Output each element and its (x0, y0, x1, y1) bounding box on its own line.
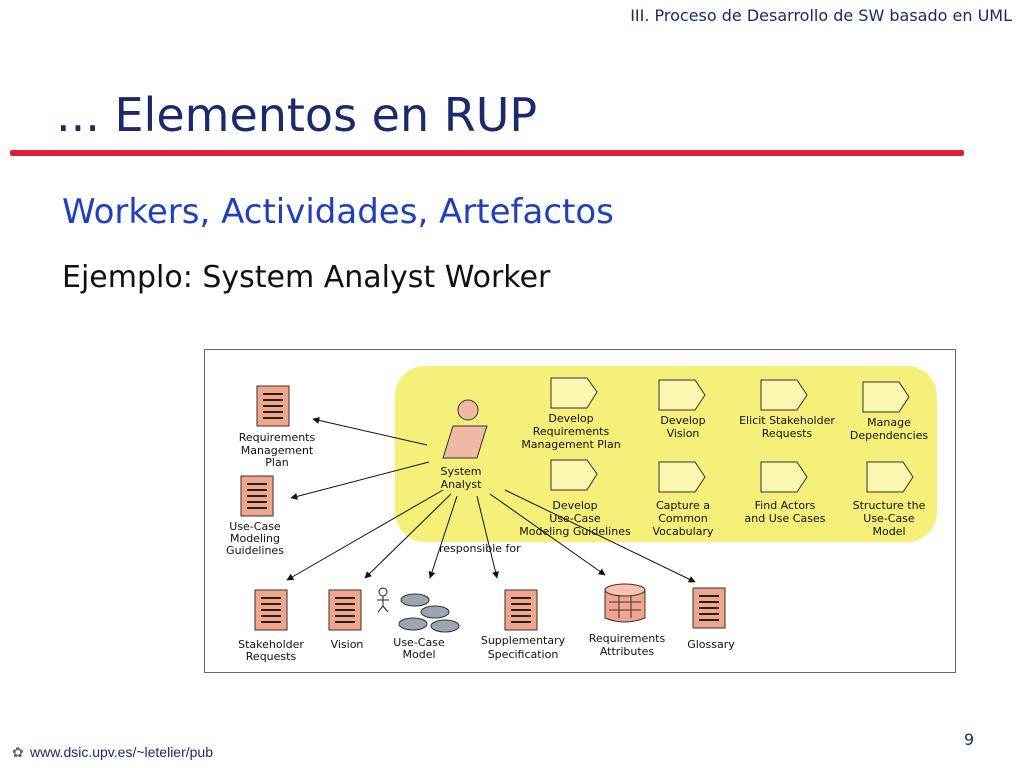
activity: Develop Vision (658, 379, 706, 440)
artifact-label: Requests (246, 650, 297, 663)
artifact-label: Plan (265, 456, 288, 469)
course-header: III. Proceso de Desarrollo de SW basado … (630, 6, 1012, 25)
artifact-document: Supplementary Specification (481, 589, 566, 661)
artifact-label: Vision (331, 638, 364, 651)
worker-label-line: Analyst (441, 478, 483, 491)
activity: Develop Use-Case Modeling Guidelines (519, 459, 631, 538)
activity-label: Structure the (853, 499, 926, 512)
activity-label: Vision (667, 427, 700, 440)
footer-logo-icon: ✿ (12, 745, 24, 761)
activity-label: Vocabulary (653, 525, 714, 538)
activity: Manage Dependencies (850, 381, 929, 442)
system-analyst-worker: System Analyst (440, 399, 488, 491)
activity-label: Develop (548, 412, 593, 425)
artifact-label: Guidelines (226, 544, 284, 557)
artifact-label: Use-Case (393, 636, 445, 649)
artifact-label: Specification (488, 648, 559, 661)
artifact-database: Requirements Attributes (589, 583, 666, 658)
artifact-label: Use-Case (229, 520, 281, 533)
activity-label: Find Actors (755, 499, 816, 512)
activity-label: Management Plan (521, 438, 620, 451)
artifact-label: Stakeholder (238, 638, 304, 651)
title-underline (10, 150, 964, 156)
example-heading: Ejemplo: System Analyst Worker (62, 260, 551, 295)
activity-label: Common (658, 512, 708, 525)
artifact-label: Modeling (230, 532, 280, 545)
artifact-label: Requirements (589, 632, 666, 645)
artifact-document: Vision (328, 589, 364, 651)
activity-label: Use-Case (549, 512, 601, 525)
artifact-document: Glossary (687, 587, 735, 651)
activity: Structure the Use-Case Model (853, 461, 926, 538)
footer-url[interactable]: www.dsic.upv.es/~letelier/pub (30, 744, 213, 760)
activity: Develop Requirements Management Plan (521, 377, 621, 451)
artifact-label: Supplementary (481, 634, 566, 647)
responsible-for-label: responsible for (439, 542, 521, 555)
activity-label: Develop (660, 414, 705, 427)
artifact-document: Stakeholder Requests (238, 589, 304, 663)
activity: Capture a Common Vocabulary (653, 461, 714, 538)
slide-subtitle: Workers, Actividades, Artefactos (62, 192, 614, 232)
activity-label: and Use Cases (745, 512, 826, 525)
activity-label: Model (872, 525, 905, 538)
activity-label: Dependencies (850, 429, 929, 442)
artifact-label: Management (241, 444, 314, 457)
worker-label-line: System (440, 465, 481, 478)
activity: Elicit Stakeholder Requests (739, 379, 835, 440)
activity-label: Manage (867, 416, 911, 429)
activity-label: Use-Case (863, 512, 915, 525)
activity-label: Requests (762, 427, 813, 440)
page-number: 9 (964, 730, 975, 749)
activity-label: Capture a (656, 499, 710, 512)
artifact-label: Requirements (239, 431, 316, 444)
activities-area (395, 366, 937, 542)
artifact-use-case-model: Use-Case Model (377, 587, 460, 661)
activity-label: Elicit Stakeholder (739, 414, 835, 427)
artifact-document: Requirements Management Plan (239, 385, 316, 469)
responsibility-arrows (286, 416, 696, 583)
activity-label: Requirements (533, 425, 610, 438)
activity: Find Actors and Use Cases (745, 461, 826, 525)
artifact-label: Model (402, 648, 435, 661)
rup-worker-diagram: System Analyst responsible for Develop R… (204, 349, 956, 673)
artifact-label: Glossary (687, 638, 735, 651)
activity-label: Develop (552, 499, 597, 512)
slide-title: ... Elementos en RUP (56, 88, 538, 142)
artifact-label: Attributes (600, 645, 655, 658)
activity-label: Modeling Guidelines (519, 525, 631, 538)
artifact-document: Use-Case Modeling Guidelines (226, 475, 284, 557)
